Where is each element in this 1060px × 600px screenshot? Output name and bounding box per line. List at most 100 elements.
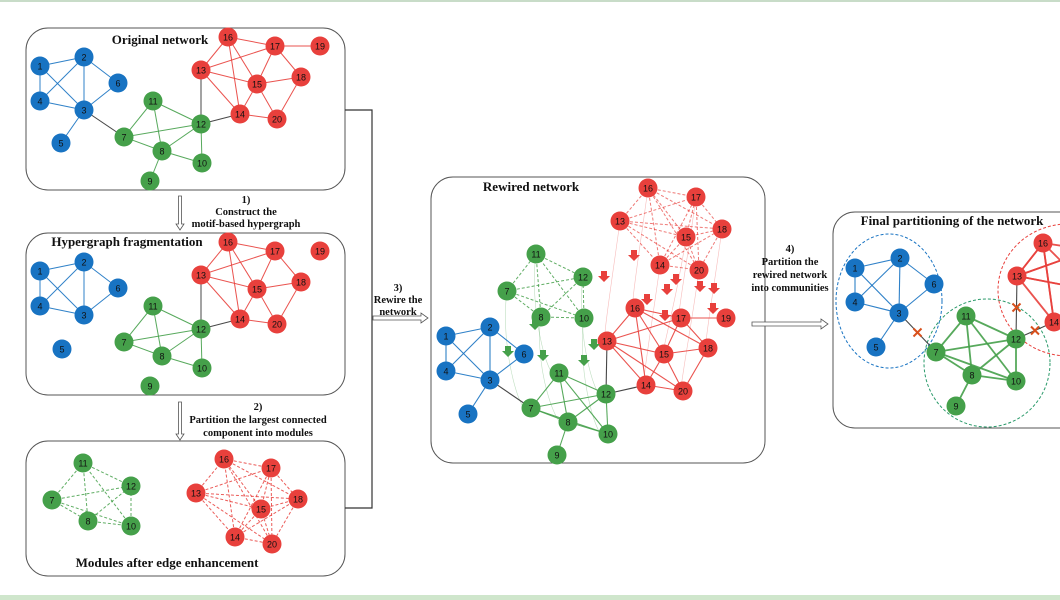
node-3 xyxy=(74,305,94,325)
edge-7-10 xyxy=(506,290,585,319)
node-circle xyxy=(436,326,456,346)
node-18 xyxy=(712,219,732,239)
edge-14-17 xyxy=(659,196,697,266)
edge-17-20 xyxy=(270,467,273,545)
node-16 xyxy=(638,178,658,198)
node-circle xyxy=(698,338,718,358)
node-circle xyxy=(497,281,517,301)
node-circle xyxy=(926,342,946,362)
node-circle xyxy=(108,278,128,298)
edge-14-17 xyxy=(234,467,272,538)
edge-18-20 xyxy=(271,498,299,545)
panel-final-partitioning-title: Final partitioning of the network xyxy=(861,213,1044,228)
node-circle xyxy=(291,272,311,292)
top-border xyxy=(0,0,1060,2)
node-circle xyxy=(267,109,287,129)
edge-13-20 xyxy=(606,340,684,392)
node-label: 16 xyxy=(223,238,233,248)
node-circle xyxy=(689,260,709,280)
node-12 xyxy=(191,114,211,134)
node-label: 16 xyxy=(219,455,229,465)
node-circle xyxy=(686,187,706,207)
node-label: 18 xyxy=(296,73,306,83)
node-4 xyxy=(436,361,456,381)
node-label: 5 xyxy=(465,410,470,420)
node-label: 8 xyxy=(85,517,90,527)
step-3-text: network xyxy=(379,307,416,318)
node-circle xyxy=(558,412,578,432)
rewired-graph xyxy=(436,178,736,465)
node-15 xyxy=(654,344,674,364)
node-circle xyxy=(458,404,478,424)
node-label: 8 xyxy=(538,313,543,323)
node-11 xyxy=(143,91,163,111)
node-label: 20 xyxy=(272,115,282,125)
edge-7-12 xyxy=(123,123,202,138)
node-17 xyxy=(265,36,285,56)
node-circle xyxy=(225,527,245,547)
node-label: 16 xyxy=(223,33,233,43)
rewire-arrow-green xyxy=(578,355,590,366)
node-label: 9 xyxy=(147,177,152,187)
node-circle xyxy=(1007,266,1027,286)
node-label: 14 xyxy=(1049,318,1059,328)
edge-14-18 xyxy=(234,498,299,538)
step-2-number: 2) xyxy=(254,402,263,413)
node-label: 4 xyxy=(852,298,857,308)
node-13 xyxy=(1007,266,1027,286)
step-1-arrow xyxy=(175,195,185,231)
node-label: 19 xyxy=(721,314,731,324)
step-4-arrow xyxy=(751,318,829,330)
node-label: 6 xyxy=(115,284,120,294)
node-18 xyxy=(698,338,718,358)
node-17 xyxy=(261,458,281,478)
edge-13-15 xyxy=(606,340,665,355)
node-circle xyxy=(74,305,94,325)
node-9 xyxy=(547,445,567,465)
edge-13-15 xyxy=(1016,275,1060,286)
edge-16-14 xyxy=(227,241,241,320)
node-label: 15 xyxy=(681,233,691,243)
node-circle xyxy=(845,258,865,278)
node-label: 6 xyxy=(115,79,120,89)
node-14 xyxy=(230,104,250,124)
node-circle xyxy=(673,381,693,401)
node-circle xyxy=(676,227,696,247)
node-circle xyxy=(712,219,732,239)
node-label: 7 xyxy=(49,496,54,506)
node-11 xyxy=(549,363,569,383)
node-2 xyxy=(74,252,94,272)
node-circle xyxy=(218,27,238,47)
edge-2-4 xyxy=(854,257,901,303)
node-label: 16 xyxy=(1038,239,1048,249)
node-label: 11 xyxy=(78,459,87,469)
node-5 xyxy=(458,404,478,424)
node-label: 17 xyxy=(270,247,280,257)
node-20 xyxy=(267,314,287,334)
panel-final-partitioning xyxy=(832,211,1060,429)
edge-13-20 xyxy=(619,220,700,271)
node-label: 7 xyxy=(121,338,126,348)
node-circle xyxy=(267,314,287,334)
edge-16-18 xyxy=(223,458,299,500)
scissors-blades xyxy=(912,327,923,338)
node-6 xyxy=(514,344,534,364)
node-label: 2 xyxy=(897,254,902,264)
node-circle xyxy=(251,499,271,519)
node-circle xyxy=(638,178,658,198)
node-label: 13 xyxy=(1012,272,1022,282)
rewire-arrow-green xyxy=(529,319,541,330)
node-label: 13 xyxy=(196,271,206,281)
edge-13-15 xyxy=(619,220,687,238)
node-label: 12 xyxy=(126,482,136,492)
node-circle xyxy=(956,306,976,326)
node-9 xyxy=(946,396,966,416)
node-label: 1 xyxy=(852,264,857,274)
node-label: 15 xyxy=(252,285,262,295)
node-circle xyxy=(230,104,250,124)
node-label: 5 xyxy=(58,139,63,149)
node-label: 20 xyxy=(694,266,704,276)
node-circle xyxy=(214,449,234,469)
node-1 xyxy=(436,326,456,346)
